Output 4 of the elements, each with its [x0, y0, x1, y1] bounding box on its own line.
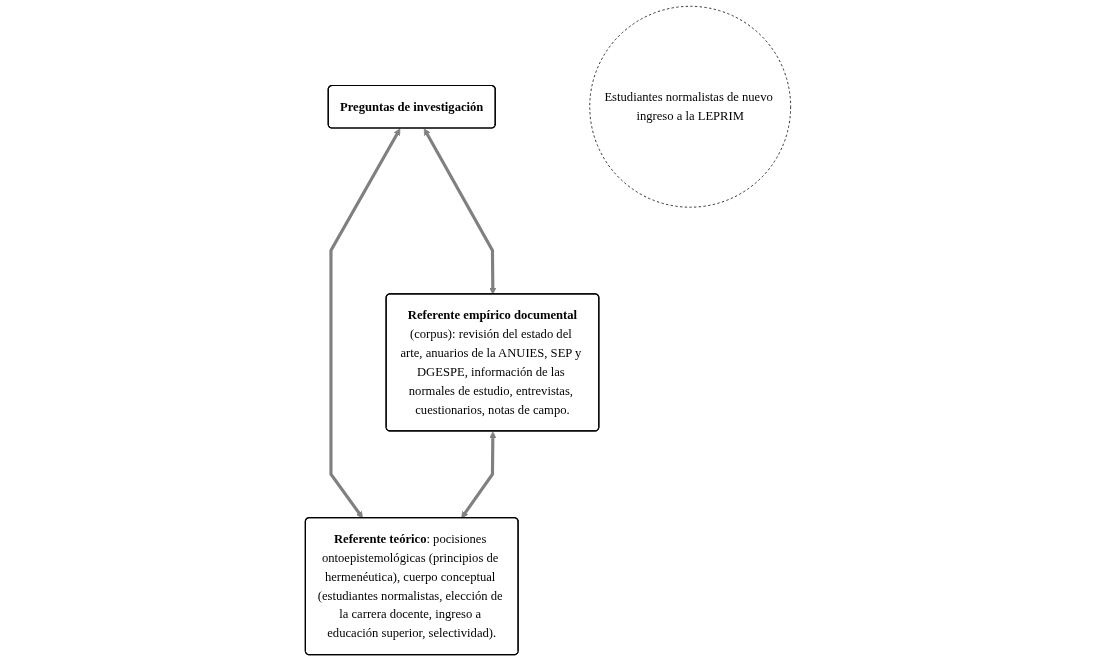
node-circle: Estudiantes normalistas de nuevo ingreso a la LEPRIM: [589, 5, 792, 208]
arrow: [461, 431, 497, 519]
arrow: [423, 128, 497, 295]
arrow: [329, 128, 401, 519]
